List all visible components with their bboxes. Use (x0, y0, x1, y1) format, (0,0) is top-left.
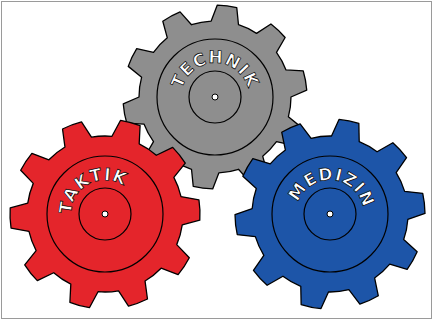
gear-drawing: TAKTIK (5, 114, 205, 314)
gear-label-path: MEDIZIN (284, 164, 379, 210)
gear-drawing: MEDIZIN (230, 114, 430, 314)
gear-ring (157, 39, 273, 155)
gear-axle (102, 211, 108, 217)
gear-hub (304, 188, 356, 240)
gear-label: MEDIZIN (284, 164, 379, 210)
gear-outline (235, 119, 425, 308)
gear-ring (272, 156, 388, 272)
gear-outline (10, 120, 200, 307)
gear-label-path: TAKTIK (55, 164, 131, 215)
gear-hub (189, 71, 241, 123)
gear-axle (212, 94, 218, 100)
taktik-gear: TAKTIK (5, 114, 205, 314)
gear-ring (47, 156, 163, 272)
gear-label-path: TECHNIK (167, 47, 263, 91)
gear-label: TAKTIK (55, 164, 131, 215)
medizin-gear: MEDIZIN (230, 114, 430, 314)
gear-axle (327, 211, 333, 217)
gear-hub (79, 188, 131, 240)
gear-label: TECHNIK (167, 47, 263, 91)
